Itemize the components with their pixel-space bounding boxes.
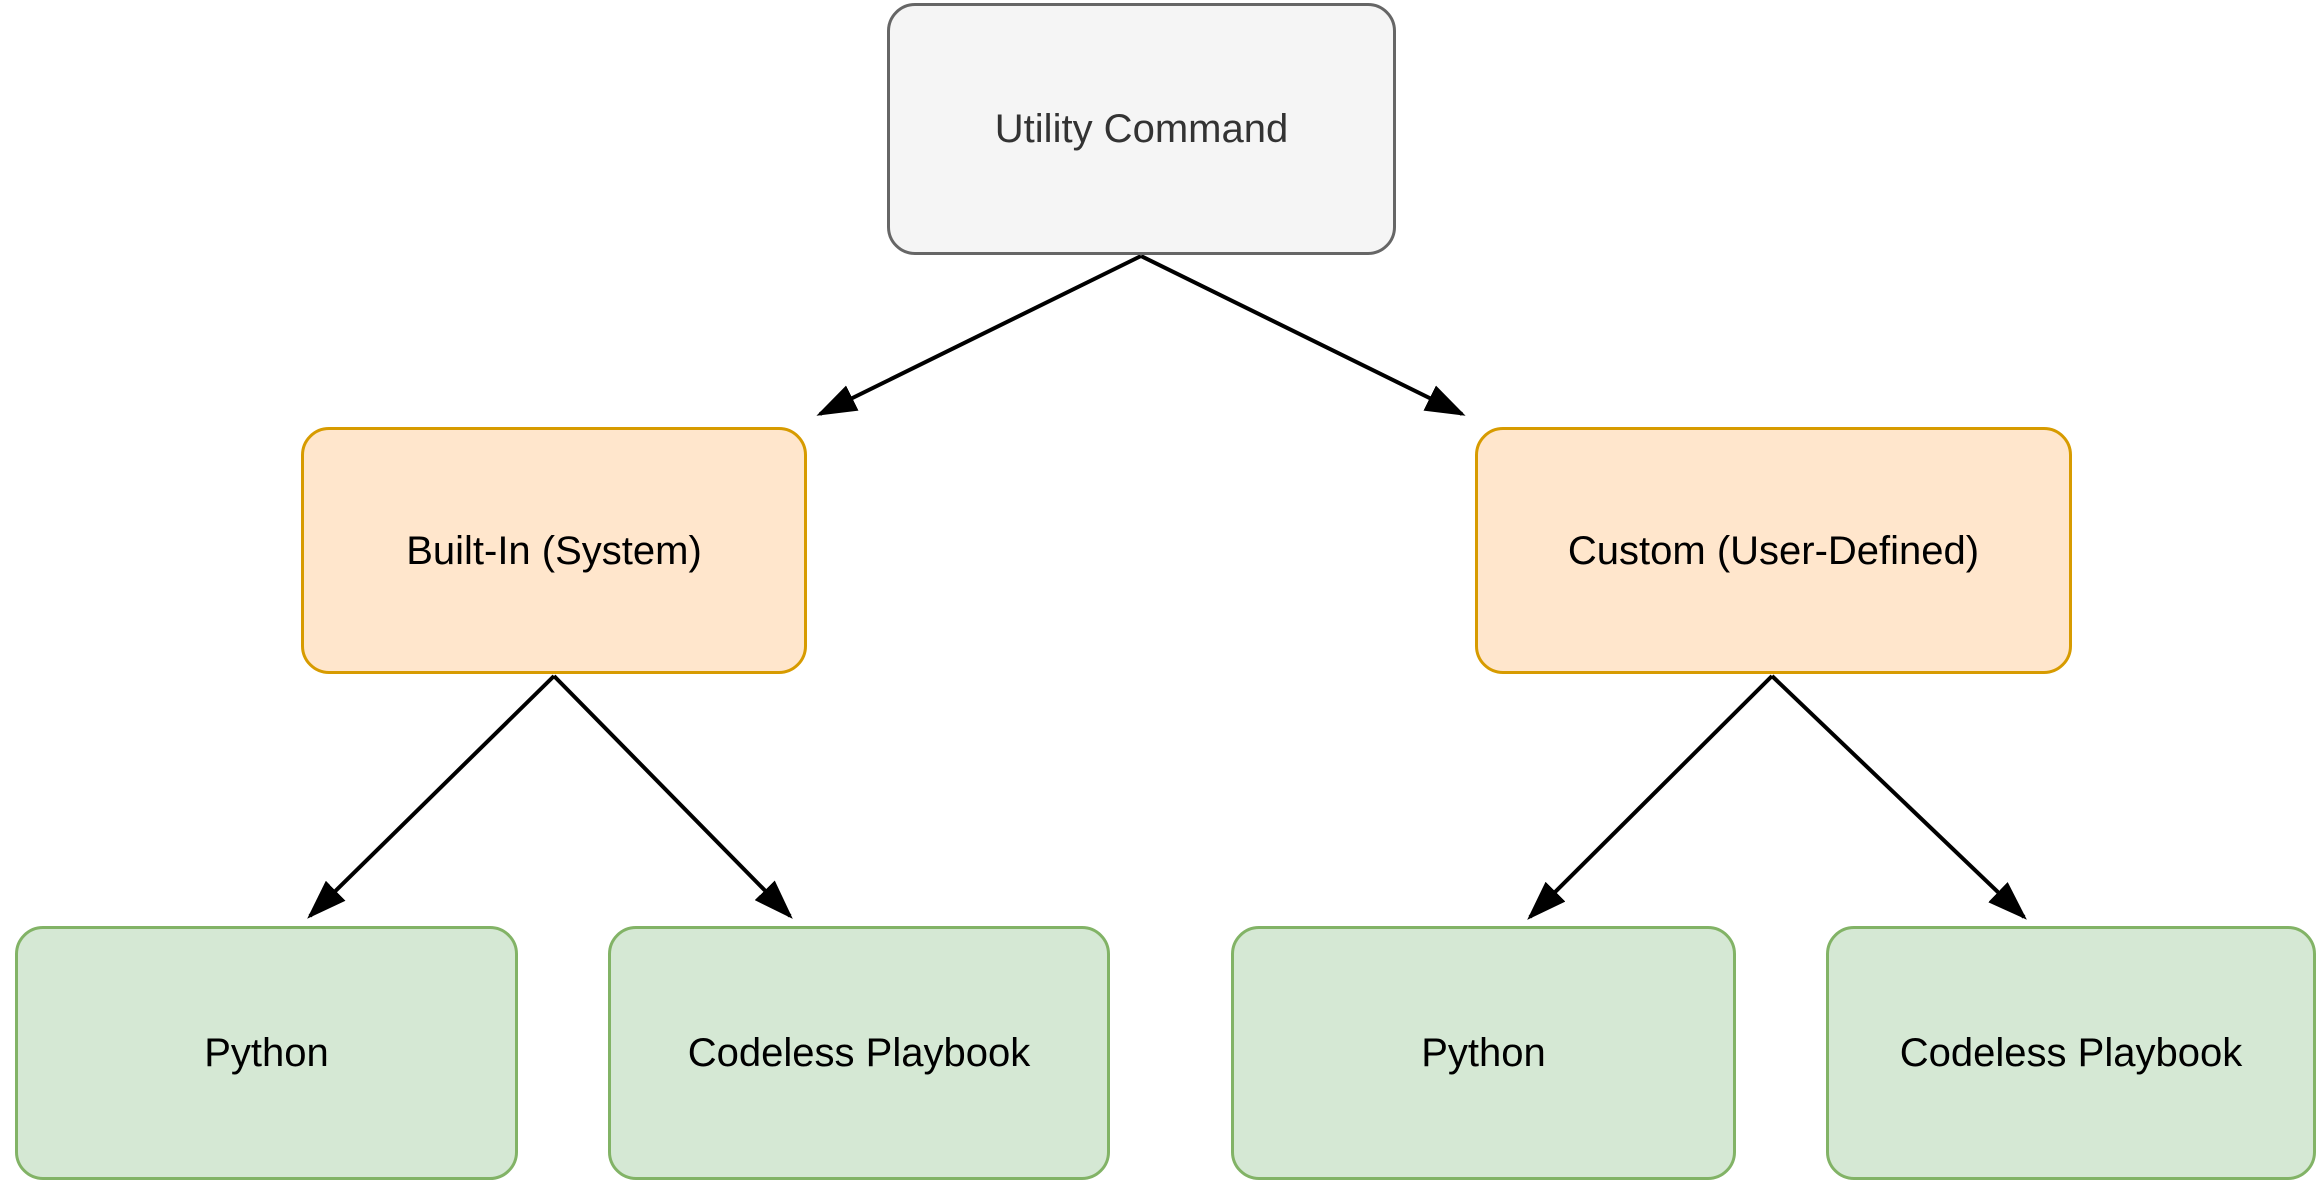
node-custom-python: Python — [1231, 926, 1736, 1180]
node-built-in-system-label: Built-In (System) — [406, 528, 702, 573]
edge-custom-to-playbook — [1770, 674, 2027, 920]
node-custom-user-defined-label: Custom (User-Defined) — [1567, 528, 1980, 573]
node-custom-codeless-playbook: Codeless Playbook — [1826, 926, 2316, 1180]
node-custom-codeless-playbook-label: Codeless Playbook — [1899, 1031, 2243, 1075]
node-custom-python-label: Python — [1421, 1031, 1546, 1075]
node-builtin-codeless-playbook-label: Codeless Playbook — [687, 1031, 1031, 1075]
node-builtin-python: Python — [15, 926, 518, 1180]
node-built-in-system: Built-In (System) — [301, 427, 807, 674]
node-utility-command-label: Utility Command — [994, 107, 1289, 151]
edge-builtin-to-playbook — [552, 674, 793, 919]
node-utility-command: Utility Command — [887, 3, 1396, 255]
node-custom-user-defined: Custom (User-Defined) — [1475, 427, 2072, 674]
edge-root-to-custom — [1140, 254, 1466, 416]
node-builtin-codeless-playbook: Codeless Playbook — [608, 926, 1110, 1180]
edge-custom-to-python — [1527, 674, 1774, 920]
edge-root-to-builtin — [816, 254, 1142, 416]
node-builtin-python-label: Python — [204, 1031, 329, 1075]
edge-builtin-to-python — [307, 674, 556, 919]
